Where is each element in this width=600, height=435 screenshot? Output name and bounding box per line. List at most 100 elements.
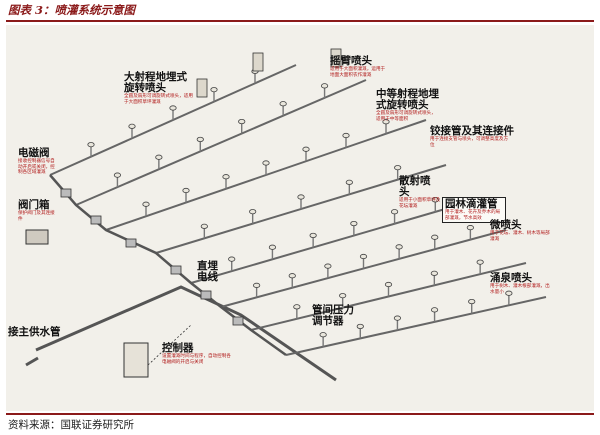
label-gate-box-title: 阀门箱 bbox=[18, 199, 50, 211]
label-solenoid-desc: 接收控制器信号自动开启或关闭，控制各区域灌溉 bbox=[18, 159, 55, 176]
label-swivel-title: 铰接管及其连接件 bbox=[430, 125, 514, 137]
sprinkler-head bbox=[394, 165, 402, 171]
sprinkler-head bbox=[288, 273, 296, 279]
label-big-rotor: 大射程地埋式旋转喷头 全圆及扇形可调旋转式喷头，适用于大面积草坪灌溉 bbox=[124, 71, 196, 106]
sprinkler-head bbox=[390, 209, 399, 215]
label-solenoid: 电磁阀 接收控制器信号自动开启或关闭，控制各区域灌溉 bbox=[18, 147, 58, 176]
sprinkler-head bbox=[268, 244, 277, 250]
sprinkler-head bbox=[342, 132, 350, 139]
sprinkler-head bbox=[384, 281, 393, 288]
sprinkler-head bbox=[113, 172, 122, 178]
controller-unit bbox=[123, 342, 149, 378]
label-controller-desc: 设置灌溉时间与程序，自动控制各电磁阀的开启与关闭 bbox=[162, 354, 231, 365]
label-bubbler-desc: 用于花坛、灌木、树木等局部灌溉 bbox=[490, 231, 550, 242]
sprinkler-head bbox=[253, 282, 261, 288]
sprinkler-head bbox=[128, 123, 136, 129]
label-swing-title: 摇臂喷头 bbox=[330, 55, 372, 67]
label-drip: 园林滴灌管 用于灌木、花卉及乔木的局部灌溉，节水高效 bbox=[442, 197, 506, 224]
sprinkler-head bbox=[262, 160, 270, 166]
title-rule bbox=[6, 20, 594, 22]
sprinkler-head bbox=[293, 304, 301, 310]
label-spray: 散射喷头 适用于小面积草坪及花坛灌溉 bbox=[399, 175, 441, 210]
figure-title: 图表 3：喷灌系统示意图 bbox=[8, 3, 136, 17]
label-drip-title: 园林滴灌管 bbox=[445, 198, 498, 210]
label-mid-rotor: 中等射程地埋式旋转喷头 全圆及扇形可调旋转式喷头，适用于中等面积 bbox=[376, 88, 440, 123]
label-swivel: 铰接管及其连接件 用于连接支管与喷头，可调整高度及方位 bbox=[430, 125, 514, 148]
label-spray-title: 散射喷头 bbox=[399, 175, 431, 199]
sprinkler-head bbox=[382, 119, 390, 125]
label-direct-wire-title: 直埋电线 bbox=[197, 260, 218, 284]
sprinkler-head bbox=[142, 201, 150, 207]
sprinkler-head bbox=[249, 209, 257, 215]
main-inlet-pipe bbox=[25, 356, 39, 367]
label-mid-rotor-title: 中等射程地埋式旋转喷头 bbox=[376, 88, 439, 112]
label-spray-desc: 适用于小面积草坪及花坛灌溉 bbox=[399, 198, 441, 209]
sprinkler-head bbox=[339, 293, 347, 299]
label-mid-rotor-desc: 全圆及扇形可调旋转式喷头，适用于中等面积 bbox=[376, 111, 436, 122]
sprinkler-head bbox=[505, 290, 513, 296]
lateral-pipe bbox=[190, 199, 477, 284]
label-drip-desc: 用于灌木、花卉及乔木的局部灌溉，节水高效 bbox=[445, 210, 501, 221]
label-direct-wire: 直埋电线 bbox=[197, 260, 221, 284]
label-main-pipe-title: 接主供水管 bbox=[8, 326, 61, 338]
sprinkler-head bbox=[210, 87, 218, 93]
sprinkler-head bbox=[350, 220, 358, 227]
label-gate-box-desc: 保护阀门及其连接件 bbox=[18, 211, 55, 222]
sprinkler-head bbox=[309, 232, 317, 239]
sprinkler-head bbox=[430, 270, 438, 276]
source-rule bbox=[6, 413, 594, 415]
label-swivel-desc: 用于连接支管与喷头，可调整高度及方位 bbox=[430, 137, 509, 148]
sprinkler-head bbox=[430, 307, 439, 313]
sprinkler-head bbox=[302, 146, 310, 152]
irrigation-diagram: 大射程地埋式旋转喷头 全圆及扇形可调旋转式喷头，适用于大面积草坪灌溉 摇臂喷头 … bbox=[6, 25, 594, 411]
solenoid-valve bbox=[170, 265, 182, 275]
sprinkler-head bbox=[320, 83, 329, 89]
label-gate-box: 阀门箱 保护阀门及其连接件 bbox=[18, 199, 56, 222]
label-main-pipe: 接主供水管 bbox=[8, 326, 61, 338]
sprinkler-head bbox=[228, 256, 236, 262]
label-big-rotor-desc: 全圆及扇形可调旋转式喷头，适用于大面积草坪灌溉 bbox=[124, 94, 193, 105]
label-controller-title: 控制器 bbox=[162, 342, 194, 354]
label-geyser-desc: 用于树木、灌木根部灌溉，出水量小 bbox=[490, 284, 550, 295]
sprinkler-head bbox=[431, 197, 439, 203]
lateral-pipe bbox=[75, 79, 367, 206]
label-pressure-title: 管间压力调节器 bbox=[312, 304, 354, 328]
solenoid-valve bbox=[200, 290, 212, 300]
label-swing-desc: 适用于大面积灌溉，运用于地面大面积农作灌溉 bbox=[330, 67, 386, 78]
sprinkler-head bbox=[222, 174, 230, 180]
label-controller: 控制器 设置灌溉时间与程序，自动控制各电磁阀的开启与关闭 bbox=[162, 342, 232, 365]
sprinkler-head bbox=[279, 101, 287, 107]
sprinkler-head bbox=[238, 118, 246, 125]
valve-box bbox=[25, 229, 49, 245]
label-swing: 摇臂喷头 适用于大面积灌溉，运用于地面大面积农作灌溉 bbox=[330, 55, 388, 78]
label-geyser-title: 涌泉喷头 bbox=[490, 272, 532, 284]
sprinkler-head bbox=[431, 234, 439, 240]
sprinkler-head bbox=[393, 315, 402, 321]
label-geyser: 涌泉喷头 用于树木、灌木根部灌溉，出水量小 bbox=[490, 272, 550, 295]
lateral-pipe bbox=[285, 296, 547, 356]
label-bubbler-title: 微喷头 bbox=[490, 219, 522, 231]
sprinkler-head bbox=[356, 323, 364, 330]
sprinkler-head bbox=[196, 136, 204, 143]
solenoid-valve bbox=[60, 188, 72, 198]
sprinkler-head bbox=[319, 332, 327, 338]
control-wire bbox=[147, 324, 192, 366]
solenoid-valve bbox=[125, 238, 137, 248]
sprinkler-head bbox=[87, 142, 95, 148]
sprinkler-head bbox=[395, 244, 403, 250]
sprinkler-head bbox=[324, 263, 332, 269]
rotor-head bbox=[330, 48, 342, 68]
source-note: 资料来源：国联证券研究所 bbox=[8, 419, 134, 431]
solenoid-valve bbox=[90, 215, 102, 225]
sprinkler-head bbox=[359, 253, 368, 260]
rotor-head bbox=[252, 52, 264, 72]
sprinkler-head bbox=[200, 223, 208, 229]
sprinkler-head bbox=[155, 154, 163, 160]
sprinkler-head bbox=[345, 179, 353, 185]
solenoid-valve bbox=[232, 316, 244, 326]
pipe-network bbox=[25, 48, 547, 382]
sprinkler-head bbox=[182, 187, 190, 194]
sprinkler-head bbox=[466, 225, 474, 231]
sprinkler-head bbox=[468, 298, 476, 305]
label-bubbler: 微喷头 用于花坛、灌木、树木等局部灌溉 bbox=[490, 219, 550, 242]
